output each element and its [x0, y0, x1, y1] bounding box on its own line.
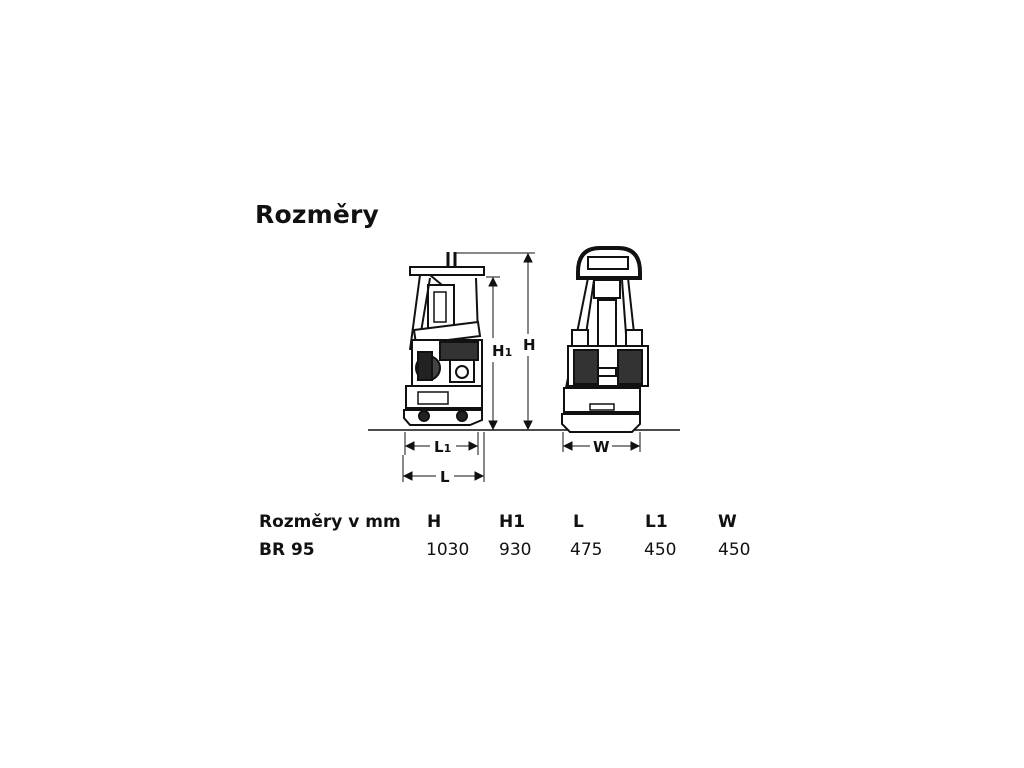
table-cell: 1030	[426, 540, 470, 560]
h1-dimension-line	[486, 276, 500, 431]
h-label: H	[523, 336, 536, 354]
page-title: Rozměry	[255, 200, 380, 229]
table-cell: 930	[499, 540, 532, 560]
side-view-machine	[403, 252, 485, 426]
table-cell: BR 95	[259, 540, 315, 560]
h-dimension-line	[456, 252, 535, 431]
l-dimension-line	[402, 432, 485, 482]
front-view-machine	[561, 246, 649, 433]
table-header-cell: H1	[499, 512, 526, 532]
h1-label: H1	[492, 342, 512, 360]
table-header-cell: L	[573, 512, 584, 532]
table-header-cell: H	[427, 512, 442, 532]
w-label: W	[593, 438, 610, 456]
table-header-cell: W	[718, 512, 737, 532]
table-cell: 475	[570, 540, 603, 560]
table-header-cell: L1	[645, 512, 668, 532]
l-label: L	[440, 468, 450, 486]
l1-label: L1	[434, 438, 451, 456]
w-dimension-line	[562, 432, 641, 452]
table-header-cell: Rozměry v mm	[259, 512, 401, 532]
l1-dimension-line	[404, 432, 479, 455]
table-cell: 450	[644, 540, 677, 560]
table-cell: 450	[718, 540, 751, 560]
